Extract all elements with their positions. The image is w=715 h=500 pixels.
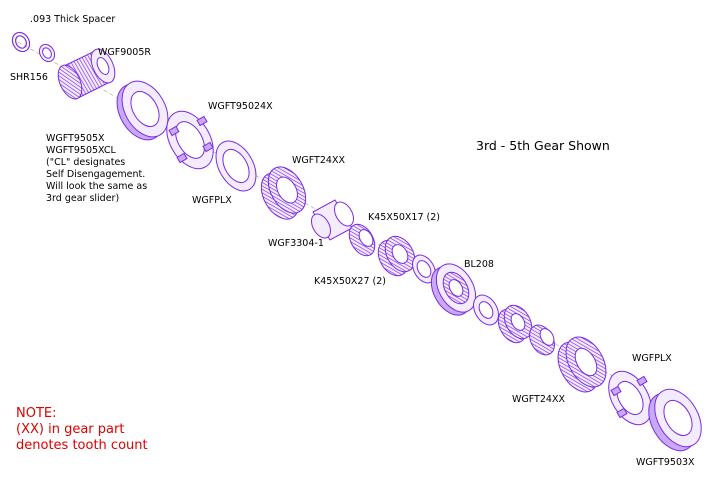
wgft24xx-gear-part-2 (557, 336, 607, 393)
label-bl208: BL208 (464, 259, 494, 270)
label-wgfplx-2: WGFPLX (632, 353, 672, 364)
thrust-washer-part-2 (473, 294, 499, 326)
label-wgft24xx-2: WGFT24XX (512, 394, 565, 405)
thrust-washer-part-1 (412, 254, 436, 284)
wgft24xx-gear-part-1 (260, 166, 307, 220)
wgft9505x-slider-part (116, 80, 169, 141)
bl208-bearing-part (430, 263, 477, 316)
k45x50x27-bearing-part (377, 235, 416, 277)
label-wgft9505x-line-5: Will look the same as (46, 181, 147, 192)
wgf9005r-hub-part (57, 48, 116, 100)
note-block: NOTE: (XX) in gear part denotes tooth co… (16, 406, 148, 453)
label-wgft9505x-block: WGFT9505X WGFT9505XCL ("CL" designates S… (46, 133, 147, 204)
note-line-2: (XX) in gear part (16, 422, 124, 437)
note-line-1: NOTE: (16, 406, 57, 421)
shr156-snap-ring-part (11, 31, 31, 53)
label-wgft24xx-1: WGFT24XX (292, 155, 345, 166)
label-k45x50x27: K45X50X27 (2) (314, 276, 386, 287)
label-wgf9005r: WGF9005R (98, 47, 151, 58)
needle-bearing-part-3 (529, 324, 555, 356)
wgfplx-plate-part-1 (215, 140, 257, 192)
label-k45x50x17: K45X50X17 (2) (368, 212, 440, 223)
label-wgft95024x: WGFT95024X (208, 101, 273, 112)
wgft95024x-dog-ring-part (166, 110, 214, 170)
wgfplx-plate-part-2 (608, 370, 652, 426)
label-wgf3304-1: WGF3304-1 (268, 238, 324, 249)
label-wgft9505x-line-3: ("CL" designates (46, 157, 125, 168)
label-wgft9505x-line-4: Self Disengagement. (46, 169, 145, 180)
diagram-caption: 3rd - 5th Gear Shown (476, 138, 610, 153)
label-wgft9505x-line-2: WGFT9505XCL (46, 145, 116, 156)
needle-bearing-part-2 (497, 304, 533, 344)
label-shr156: SHR156 (10, 72, 48, 83)
label-wgft9505x-line-1: WGFT9505X (46, 133, 105, 144)
label-spacer-093: .093 Thick Spacer (30, 14, 115, 25)
label-wgft9503x: WGFT9503X (636, 457, 695, 468)
spacer-093-part (38, 43, 56, 63)
k45x50x17-bearing-part (348, 223, 376, 257)
label-wgft9505x-line-6: 3rd gear slider) (46, 193, 119, 204)
wgft9503x-ring-part (648, 388, 702, 452)
label-wgfplx-1: WGFPLX (192, 195, 232, 206)
note-line-3: denotes tooth count (16, 438, 148, 453)
